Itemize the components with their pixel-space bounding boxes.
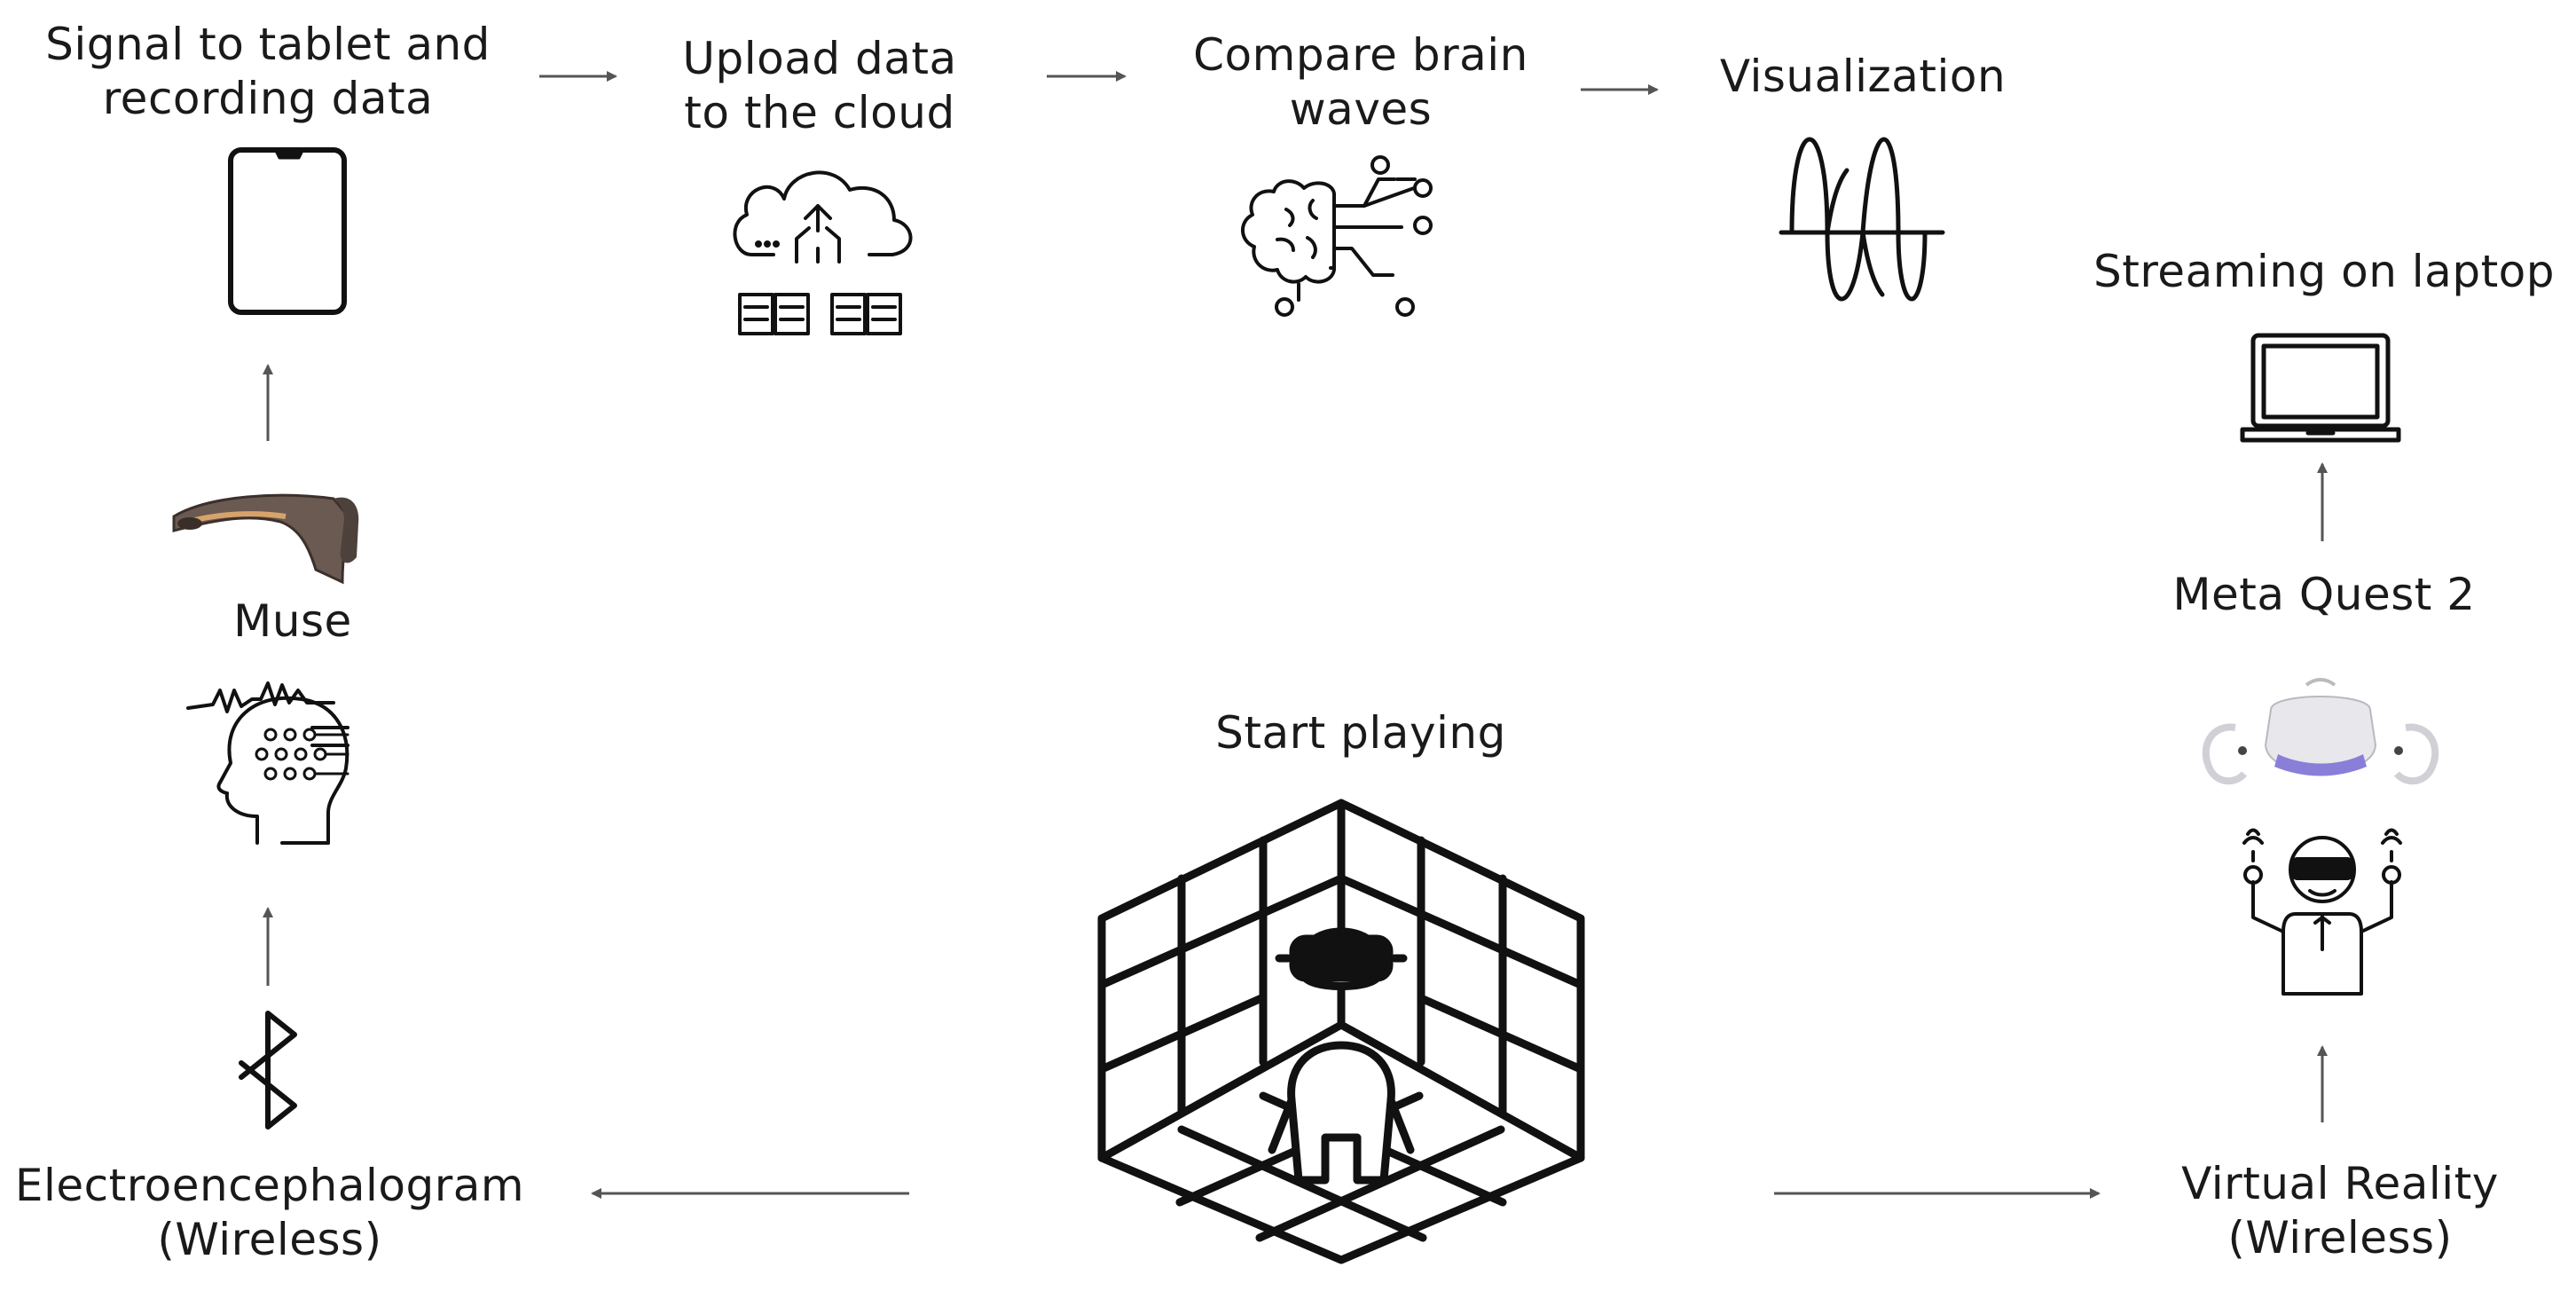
vr-headset-icon [2202, 678, 2439, 785]
tablet-icon [228, 147, 347, 315]
bluetooth-icon [239, 1011, 297, 1130]
brain-circuit-icon [1241, 155, 1433, 317]
sine-wave-icon [1779, 137, 1945, 302]
vr-user-icon [2242, 828, 2402, 996]
muse-headband-icon [172, 493, 359, 585]
label-muse: Muse [233, 595, 352, 647]
label-meta-quest: Meta Quest 2 [2172, 569, 2476, 620]
vr-room-player-icon [1097, 799, 1585, 1264]
label-visualization: Visualization [1719, 51, 2007, 102]
cloud-upload-icon [733, 170, 913, 335]
label-start-playing: Start playing [1215, 707, 1506, 759]
label-virtual-reality: Virtual Reality (Wireless) [2181, 1158, 2499, 1264]
label-signal-to-tablet: Signal to tablet and recording data [45, 19, 491, 124]
label-upload-cloud: Upload data to the cloud [682, 33, 957, 138]
label-eeg: Electroencephalogram (Wireless) [14, 1160, 525, 1265]
eeg-head-icon [186, 681, 349, 845]
label-compare-brain: Compare brain waves [1193, 29, 1528, 135]
label-streaming-laptop: Streaming on laptop [2093, 246, 2555, 297]
laptop-icon [2240, 333, 2401, 443]
